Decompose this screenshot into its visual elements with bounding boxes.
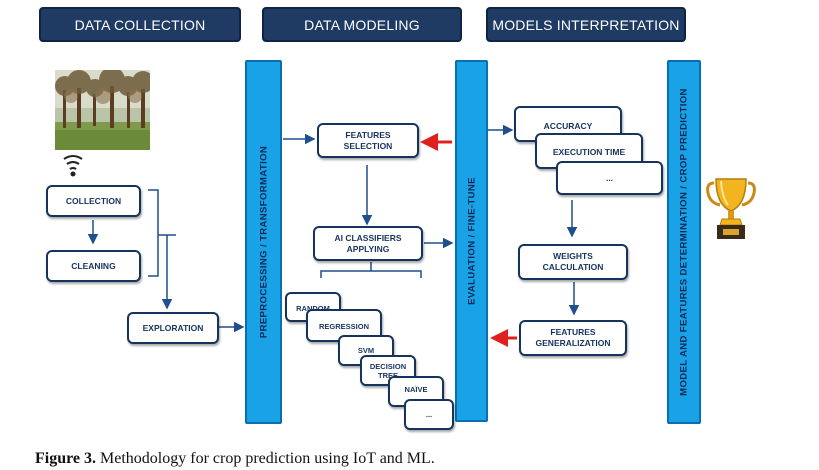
caption-text: Methodology for crop prediction using Io…	[96, 450, 435, 467]
exploration-box: EXPLORATION	[127, 312, 219, 344]
collection-box: COLLECTION	[46, 185, 141, 217]
ai-classifiers-box: AI CLASSIFIERS APPLYING	[313, 226, 423, 261]
features-selection-box: FEATURES SELECTION	[317, 123, 419, 158]
features-generalization-box: FEATURES GENERALIZATION	[519, 320, 627, 356]
header-data-collection: DATA COLLECTION	[39, 7, 241, 42]
trees-field-photo	[55, 70, 150, 150]
cleaning-box: CLEANING	[46, 250, 141, 282]
model-features-bar: MODEL AND FEATURES DETERMINATION / CROP …	[667, 60, 701, 424]
wireless-sensor-icon	[60, 152, 86, 180]
header-models-interpretation: MODELS INTERPRETATION	[486, 7, 686, 42]
header-data-modeling: DATA MODELING	[262, 7, 462, 42]
evaluation-label: EVALUATION / FINE-TUNE	[466, 177, 477, 305]
figure-caption: Figure 3. Methodology for crop predictio…	[35, 450, 435, 468]
weights-calculation-box: WEIGHTS CALCULATION	[518, 244, 628, 280]
bracket-collection	[148, 189, 159, 277]
model-features-label: MODEL AND FEATURES DETERMINATION / CROP …	[678, 88, 690, 396]
preprocessing-bar: PREPROCESSING / TRANSFORMATION	[245, 60, 282, 424]
bracket-classifiers	[320, 270, 422, 278]
preprocessing-label: PREPROCESSING / TRANSFORMATION	[258, 145, 269, 339]
trophy-icon	[706, 175, 756, 243]
evaluation-bar: EVALUATION / FINE-TUNE	[455, 60, 488, 422]
metric-more: ...	[556, 161, 663, 195]
classifier-more: ...	[404, 399, 454, 430]
caption-label: Figure 3.	[35, 450, 97, 467]
